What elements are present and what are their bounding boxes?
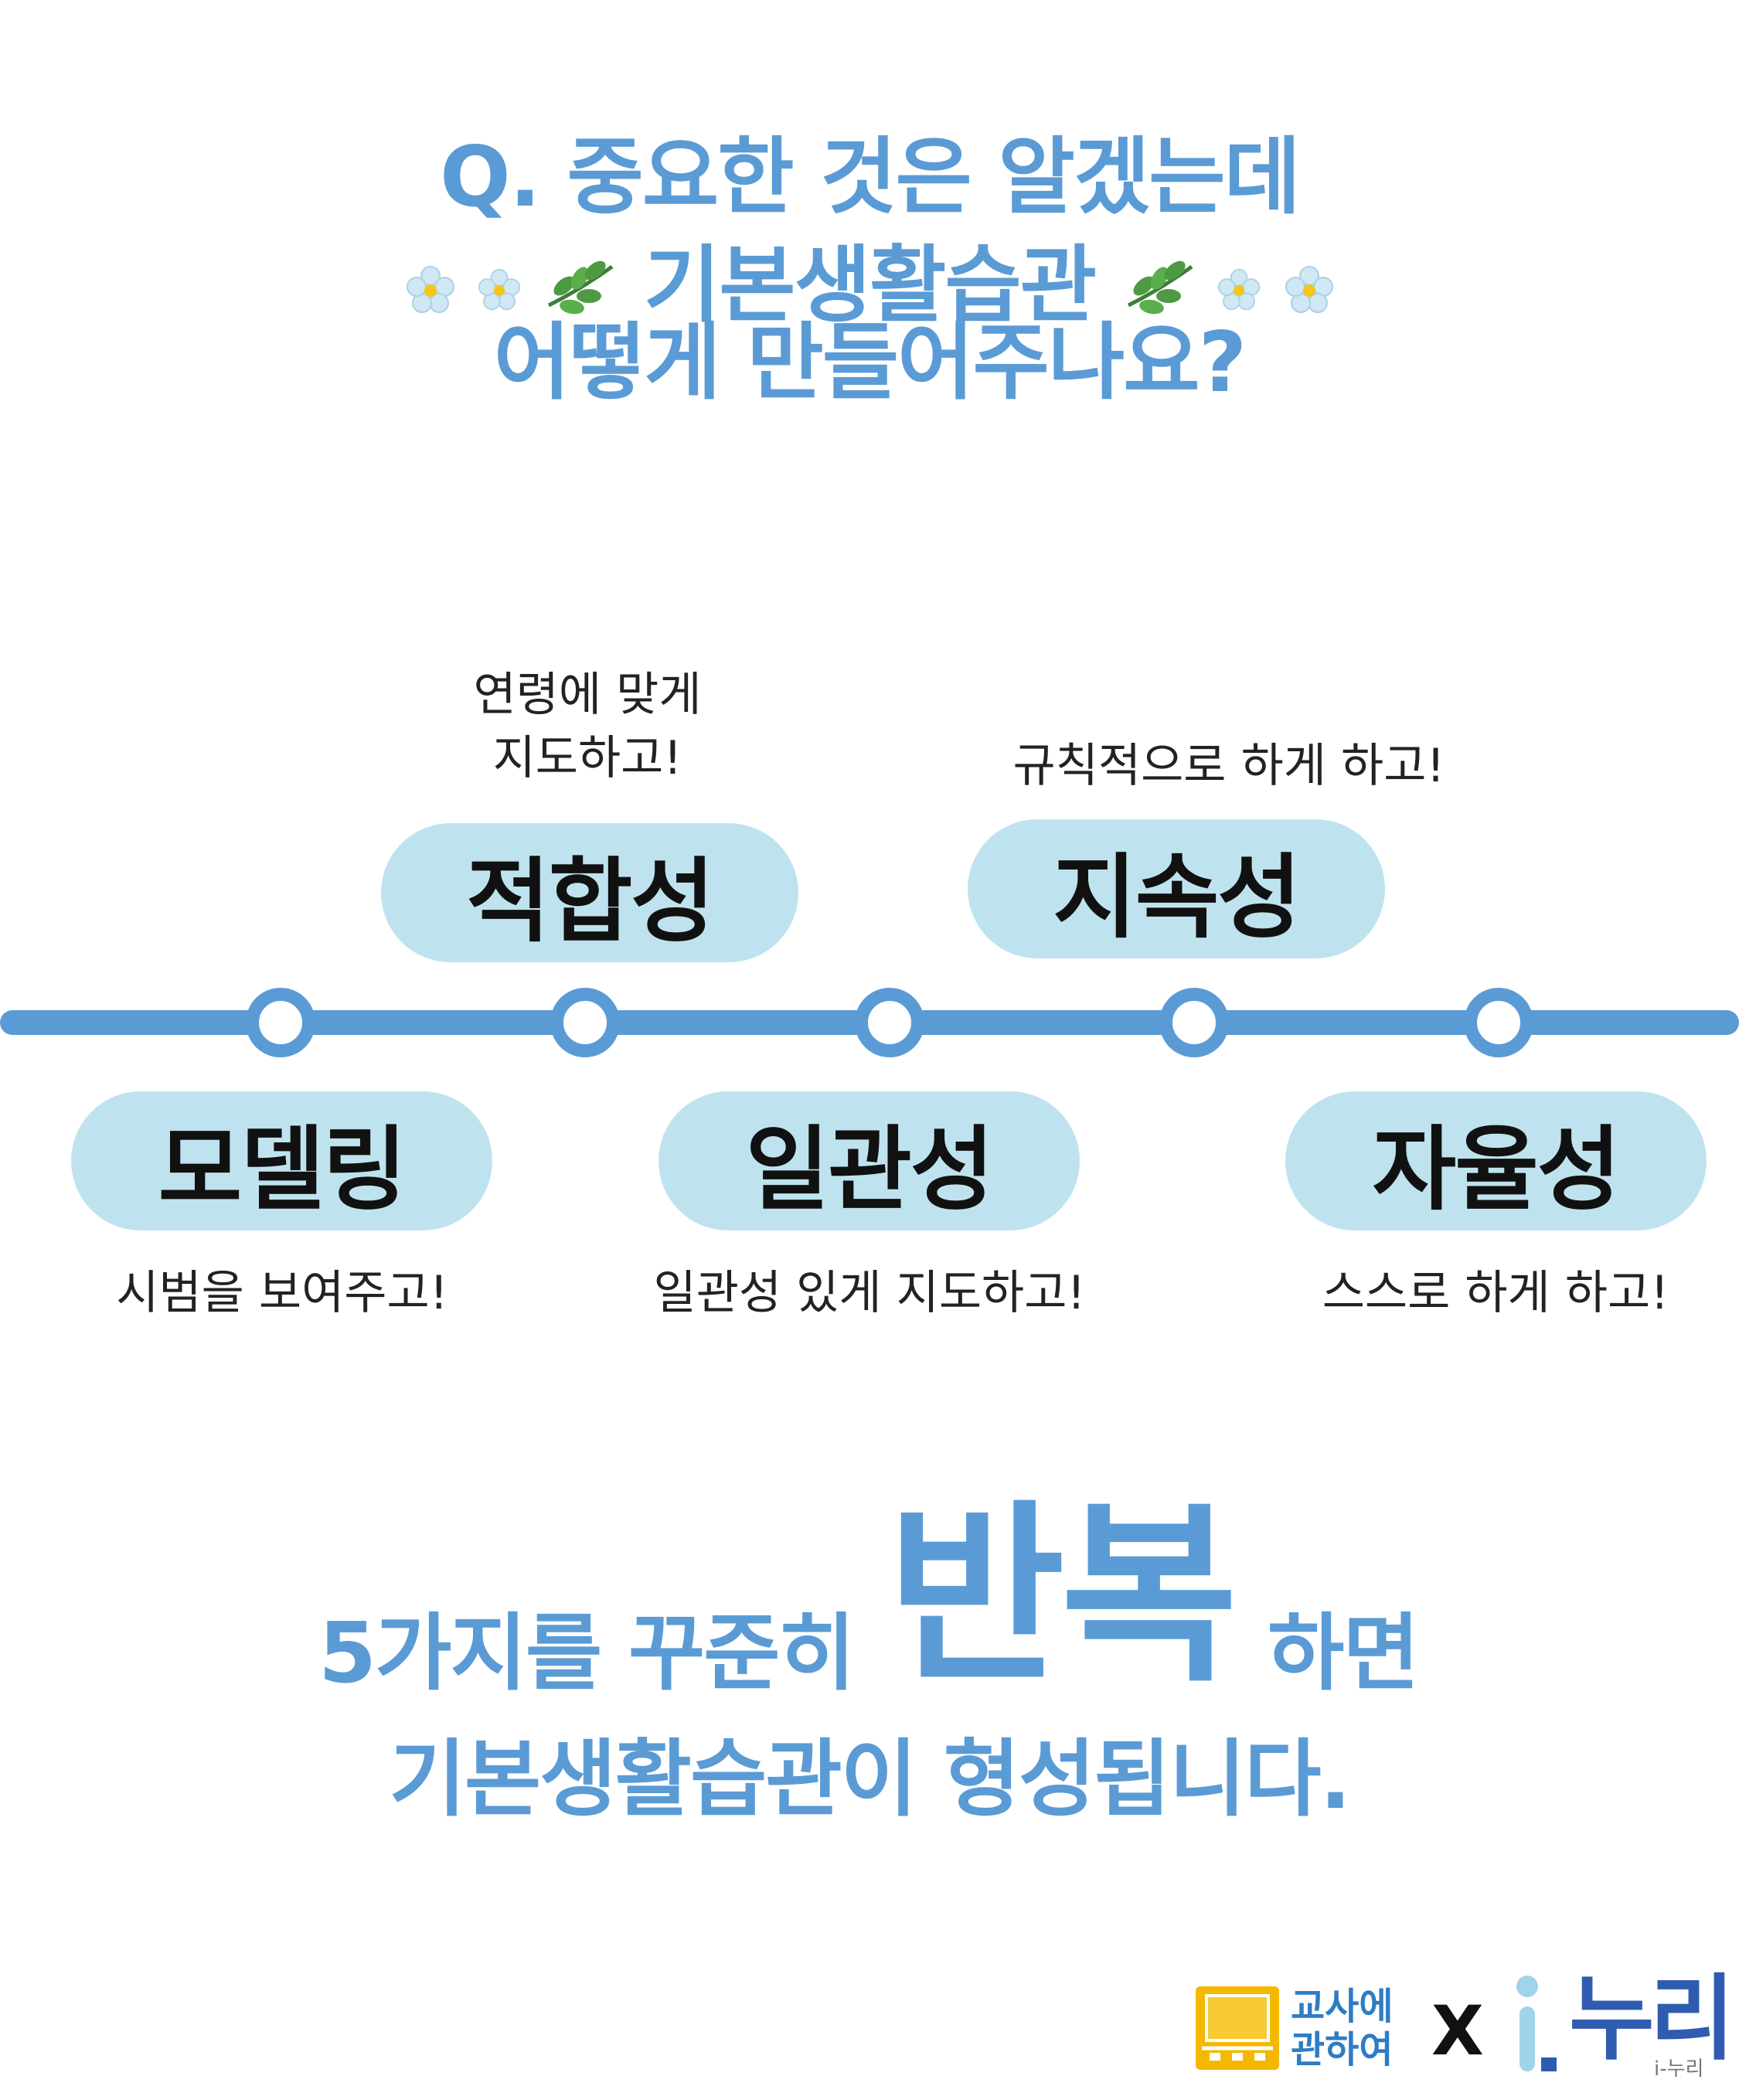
pill-suitability: 적합성 [381,823,798,962]
collab-cross: X [1431,1991,1484,2071]
caption-autonomy: 스스로 하게 하고! [1322,1266,1669,1320]
title-line-3: 어떻게 만들어주나요? [493,315,1247,411]
flower-icon [1217,268,1261,311]
leaf-branch-icon [547,260,614,315]
flower-icon [407,266,454,313]
teacher-logo-mark [1194,1985,1281,2071]
timeline-node [246,988,315,1057]
caption-persistence: 규칙적으로 하게 하고! [1012,739,1445,793]
conclusion-part1: 5가지를 꾸준히 [318,1605,856,1702]
flower-icon [478,268,521,311]
conclusion-line2: 기본생활습관이 형성됩니다. [389,1731,1352,1828]
caption-suitability-line2: 지도하고! [492,731,682,785]
caption-suitability-line1: 연령에 맞게 [473,668,702,722]
conclusion-emphasis: 반복 [887,1483,1238,1708]
teacher-logo-line2: 관하여 [1291,2028,1394,2071]
caption-modeling: 시범을 보여주고! [116,1266,448,1320]
pill-persistence: 지속성 [968,819,1385,958]
conclusion-part2: 하면 [1268,1605,1420,1702]
title-line-2-row: 기본생활습관 [0,228,1739,344]
caption-consistency: 일관성 있게 지도하고! [653,1266,1086,1320]
teacher-logo-line1: 교사에 [1291,1985,1394,2028]
pill-modeling: 모델링 [71,1091,492,1230]
timeline-node [1464,988,1533,1057]
board-icon [1196,1986,1279,2070]
i-nuri-i-icon [1516,1976,1557,2071]
flower-icon [1285,266,1333,313]
pill-autonomy: 자율성 [1285,1091,1707,1230]
leaf-branch-icon [1127,260,1193,315]
timeline-node [550,988,620,1057]
title-line-2: 기본생활습관 [643,237,1097,334]
timeline-node [855,988,924,1057]
caption-suitability: 연령에 맞게 지도하고! [386,663,788,790]
timeline-node [1159,988,1229,1057]
i-nuri-logo-caption: i-누리 [1654,2057,1704,2081]
i-nuri-logo-text: 누리 [1569,1966,1735,2073]
title-line-1: Q. 중요한 것은 알겠는데 [440,129,1301,226]
pill-consistency: 일관성 [659,1091,1080,1230]
i-nuri-logo-mark [1509,1971,1571,2079]
teacher-logo-text: 교사에 관하여 [1291,1985,1393,2071]
